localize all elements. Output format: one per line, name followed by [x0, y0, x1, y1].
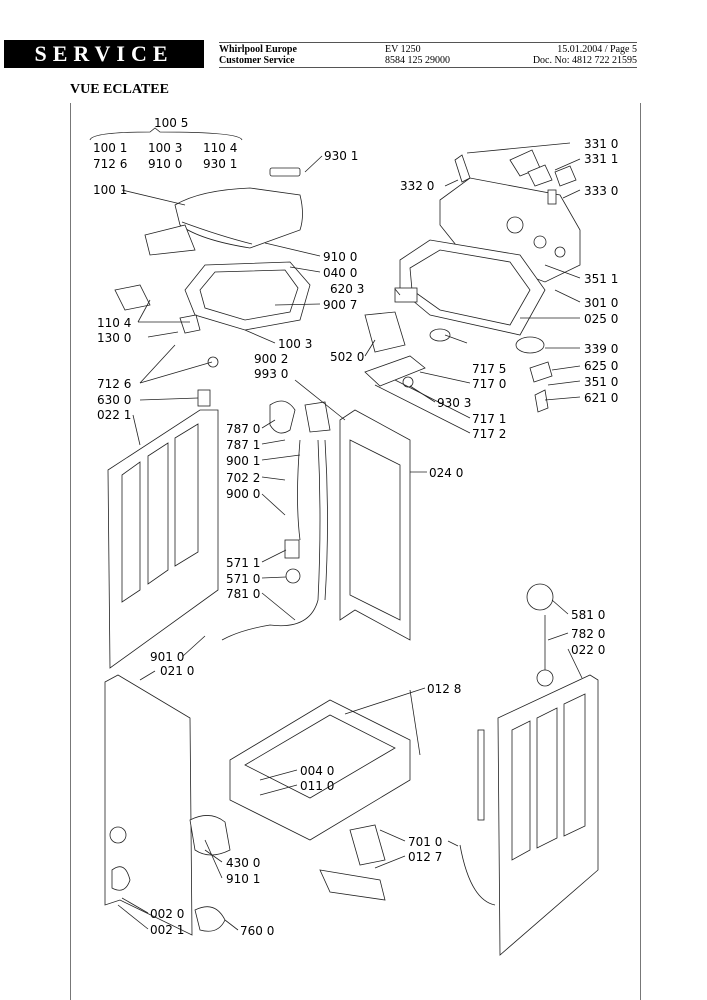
diagram-frame: [70, 103, 641, 1000]
label-787-1: 787 1: [226, 438, 260, 452]
label-571-0: 571 0: [226, 572, 260, 586]
label-331-0: 331 0: [584, 137, 618, 151]
header-dept: Customer Service: [219, 55, 295, 66]
label-712-6: 712 6: [97, 377, 131, 391]
label-910-0-a: 910 0: [148, 157, 182, 171]
label-930-3: 930 3: [437, 396, 471, 410]
label-011-0: 011 0: [300, 779, 334, 793]
label-100-5: 100 5: [154, 116, 188, 130]
label-332-0: 332 0: [400, 179, 434, 193]
top-frame-part: [114, 224, 311, 407]
label-040-0: 040 0: [323, 266, 357, 280]
lid-part: [174, 167, 303, 249]
header-doc-block: 15.01.2004 / Page 5 Doc. No: 4812 722 21…: [520, 44, 637, 66]
label-333-0: 333 0: [584, 184, 618, 198]
label-620-3: 620 3: [330, 282, 364, 296]
label-717-0: 717 0: [472, 377, 506, 391]
label-621-0: 621 0: [584, 391, 618, 405]
label-717-2: 717 2: [472, 427, 506, 441]
control-panel-part: [364, 149, 581, 413]
header-model-block: EV 1250 8584 125 29000: [385, 44, 450, 66]
page-title: VUE ECLATEE: [70, 82, 169, 97]
label-630-0: 630 0: [97, 393, 131, 407]
label-901-0: 901 0: [150, 650, 184, 664]
label-702-2: 702 2: [226, 471, 260, 485]
label-351-1: 351 1: [584, 272, 618, 286]
label-002-1: 002 1: [150, 923, 184, 937]
part-labels: 100 5 100 1 100 3 110 4 712 6 910 0 930 …: [93, 116, 618, 938]
label-760-0: 760 0: [240, 924, 274, 938]
label-021-0: 021 0: [160, 664, 194, 678]
label-025-0: 025 0: [584, 312, 618, 326]
label-022-0: 022 0: [571, 643, 605, 657]
label-712-6-a: 712 6: [93, 157, 127, 171]
label-331-1: 331 1: [584, 152, 618, 166]
label-339-0: 339 0: [584, 342, 618, 356]
front-panel-part: [104, 674, 193, 936]
leader-lines: [117, 142, 583, 931]
label-900-0: 900 0: [226, 487, 260, 501]
label-012-8: 012 8: [427, 682, 461, 696]
label-781-0: 781 0: [226, 587, 260, 601]
side-panel-right-part: [459, 583, 599, 956]
label-100-3-a: 100 3: [148, 141, 182, 155]
label-910-0: 910 0: [323, 250, 357, 264]
header-code: 8584 125 29000: [385, 55, 450, 66]
label-625-0: 625 0: [584, 359, 618, 373]
label-430-0: 430 0: [226, 856, 260, 870]
label-110-4-a: 110 4: [203, 141, 237, 155]
label-571-1: 571 1: [226, 556, 260, 570]
label-004-0: 004 0: [300, 764, 334, 778]
header-date-page: 15.01.2004 / Page 5: [557, 44, 637, 55]
label-022-1: 022 1: [97, 408, 131, 422]
label-100-3: 100 3: [278, 337, 312, 351]
label-012-7: 012 7: [408, 850, 442, 864]
header-model: EV 1250: [385, 44, 421, 55]
label-502-0: 502 0: [330, 350, 364, 364]
side-panel-left-part: [107, 409, 219, 669]
label-717-1: 717 1: [472, 412, 506, 426]
rear-panel-part: [339, 409, 411, 641]
label-930-1: 930 1: [324, 149, 358, 163]
header-company-block: Whirlpool Europe Customer Service: [219, 44, 297, 66]
label-351-0: 351 0: [584, 375, 618, 389]
hoses-part: [221, 400, 331, 641]
label-910-1: 910 1: [226, 872, 260, 886]
label-110-4: 110 4: [97, 316, 131, 330]
label-900-2: 900 2: [254, 352, 288, 366]
header-rule-bottom: [219, 67, 637, 68]
label-900-1: 900 1: [226, 454, 260, 468]
label-100-1: 100 1: [93, 183, 127, 197]
header-doc-number: Doc. No: 4812 722 21595: [532, 55, 637, 66]
label-581-0: 581 0: [571, 608, 605, 622]
label-301-0: 301 0: [584, 296, 618, 310]
top-group-bracket: [89, 127, 243, 141]
label-717-5: 717 5: [472, 362, 506, 376]
service-banner: SERVICE: [4, 40, 204, 68]
label-787-0: 787 0: [226, 422, 260, 436]
label-701-0: 701 0: [408, 835, 442, 849]
base-frame-part: [189, 699, 411, 932]
label-782-0: 782 0: [571, 627, 605, 641]
label-930-1-a: 930 1: [203, 157, 237, 171]
label-130-0: 130 0: [97, 331, 131, 345]
label-002-0: 002 0: [150, 907, 184, 921]
header-rule-top: [219, 42, 637, 43]
label-993-0: 993 0: [254, 367, 288, 381]
header-company: Whirlpool Europe: [219, 44, 297, 55]
label-024-0: 024 0: [429, 466, 463, 480]
label-100-1-a: 100 1: [93, 141, 127, 155]
label-900-7: 900 7: [323, 298, 357, 312]
